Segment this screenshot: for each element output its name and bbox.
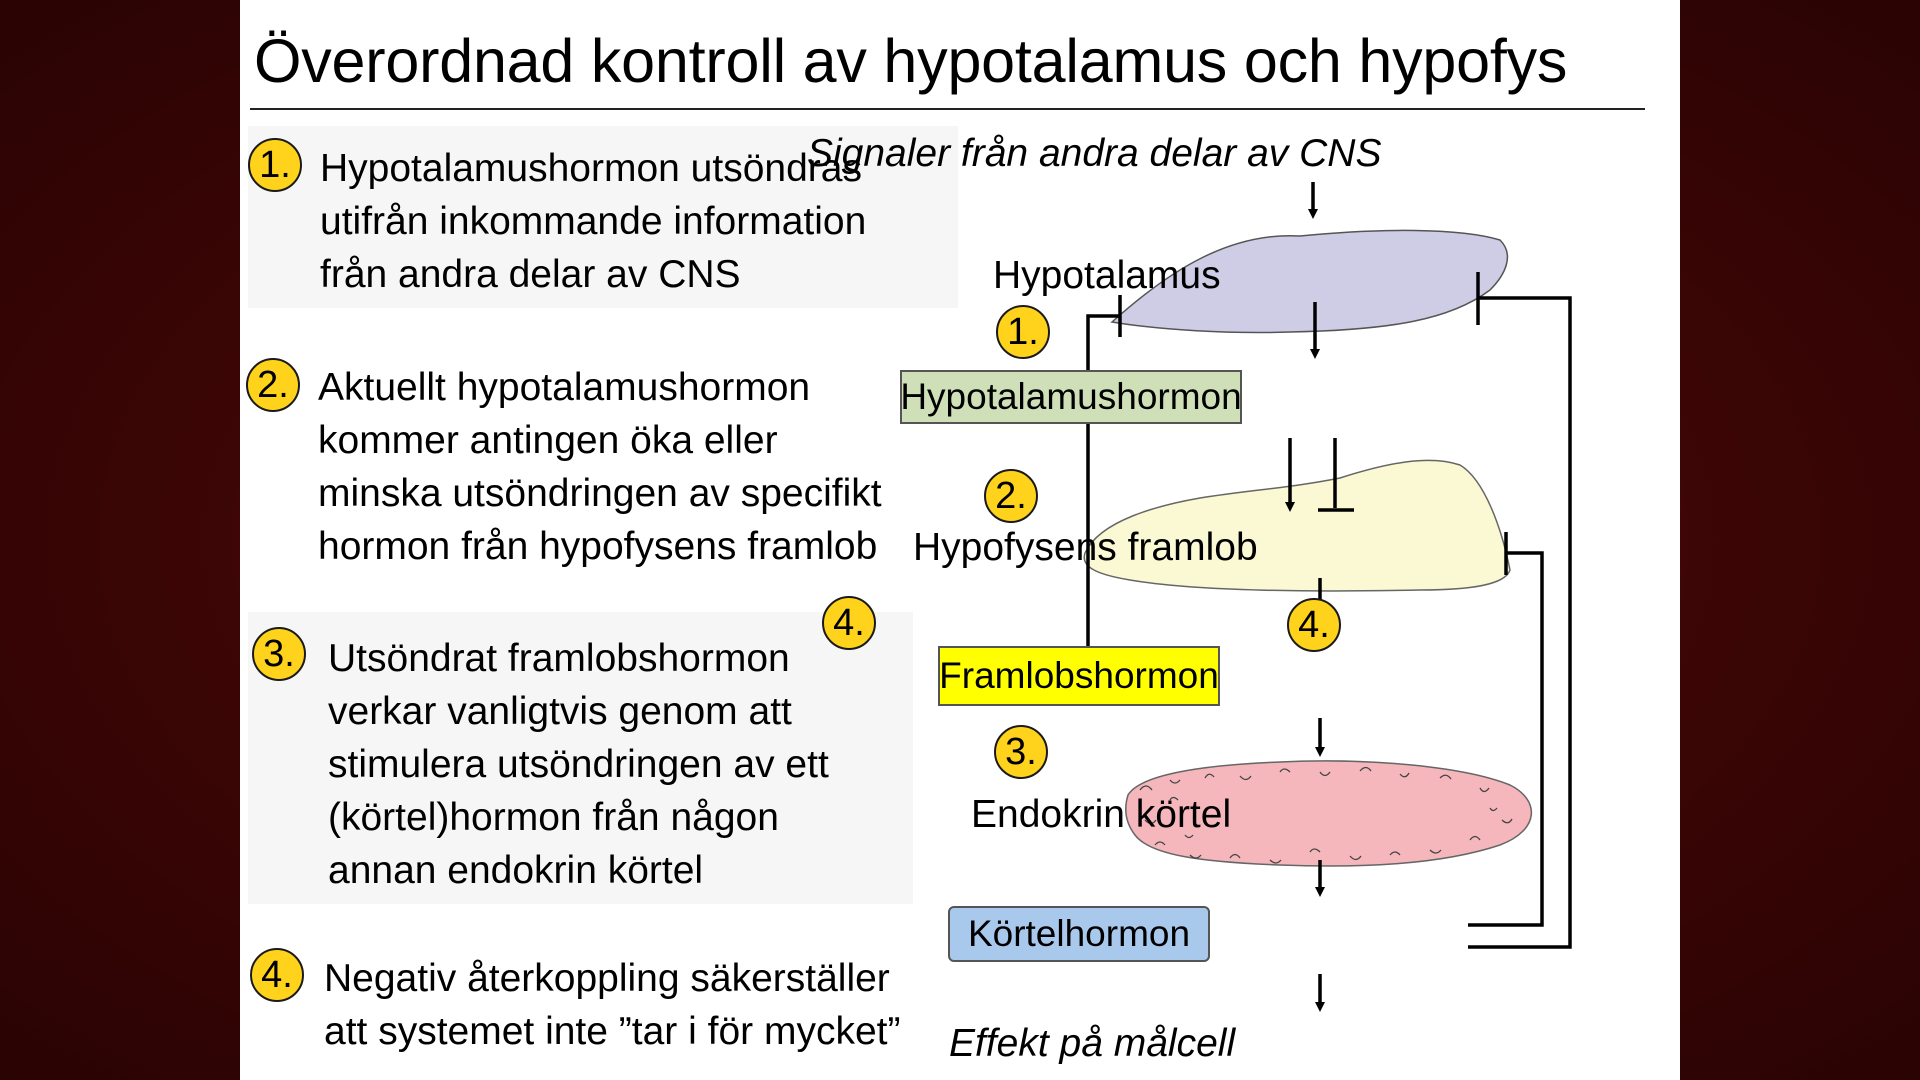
step-1-badge: 1. xyxy=(248,138,302,192)
slide-title: Överordnad kontroll av hypotalamus och h… xyxy=(254,27,1568,95)
step-2-line-3: minska utsöndringen av specifikt xyxy=(318,472,882,515)
step-2-line-4: hormon från hypofysens framlob xyxy=(318,525,878,568)
step-4-line-1: Negativ återkoppling säkerställer xyxy=(324,957,890,1000)
step-3-badge: 3. xyxy=(252,627,306,681)
step-3-line-2: verkar vanligtvis genom att xyxy=(328,690,792,733)
diagram-badge-3: 3. xyxy=(994,725,1048,779)
diagram-badge-4-right: 4. xyxy=(1287,598,1341,652)
step-1-line-2: utifrån inkommande information xyxy=(320,200,867,243)
pituitary-label: Hypofysens framlob xyxy=(913,526,1258,569)
step-2-line-1: Aktuellt hypotalamushormon xyxy=(318,366,811,409)
title-divider xyxy=(250,108,1645,110)
gland-texture xyxy=(1139,766,1513,864)
step-3-line-1: Utsöndrat framlobshormon xyxy=(328,637,790,680)
step-3-text: Utsöndrat framlobshormon verkar vanligtv… xyxy=(328,632,829,897)
step-4-line-2: att systemet inte ”tar i för mycket” xyxy=(324,1010,901,1053)
effect-label: Effekt på målcell xyxy=(949,1022,1236,1065)
gland-label: Endokrin körtel xyxy=(971,793,1232,836)
diagram-badge-1: 1. xyxy=(996,305,1050,359)
pituitary-shape xyxy=(1083,459,1511,592)
step-2-badge: 2. xyxy=(246,358,300,412)
anterior-hormone-box: Framlobshormon xyxy=(938,646,1220,706)
gland-hormone-box: Körtelhormon xyxy=(948,906,1210,962)
slide: Överordnad kontroll av hypotalamus och h… xyxy=(240,0,1680,1080)
step-2-line-2: kommer antingen öka eller xyxy=(318,419,778,462)
step-4-badge: 4. xyxy=(250,948,304,1002)
diagram-badge-4-left: 4. xyxy=(822,596,876,650)
step-1-text: Hypotalamushormon utsöndras utifrån inko… xyxy=(320,142,866,301)
signals-label: Signaler från andra delar av CNS xyxy=(807,132,1382,175)
step-1-line-3: från andra delar av CNS xyxy=(320,253,741,296)
step-3-line-5: annan endokrin körtel xyxy=(328,849,704,892)
hypothalamus-hormone-box: Hypotalamushormon xyxy=(900,370,1242,424)
step-3-line-4: (körtel)hormon från någon xyxy=(328,796,779,839)
diagram-badge-2: 2. xyxy=(984,469,1038,523)
step-1-line-1: Hypotalamushormon utsöndras xyxy=(320,147,862,190)
step-1-panel xyxy=(248,126,958,308)
hypothalamus-shape xyxy=(1110,229,1509,334)
step-3-line-3: stimulera utsöndringen av ett xyxy=(328,743,829,786)
endocrine-gland-shape xyxy=(1125,760,1533,867)
step-4-text: Negativ återkoppling säkerställer att sy… xyxy=(324,952,900,1058)
hypothalamus-label: Hypotalamus xyxy=(993,254,1221,297)
flow-diagram xyxy=(1083,182,1572,1012)
step-2-text: Aktuellt hypotalamushormon kommer anting… xyxy=(318,361,882,573)
step-3-panel xyxy=(248,612,913,904)
